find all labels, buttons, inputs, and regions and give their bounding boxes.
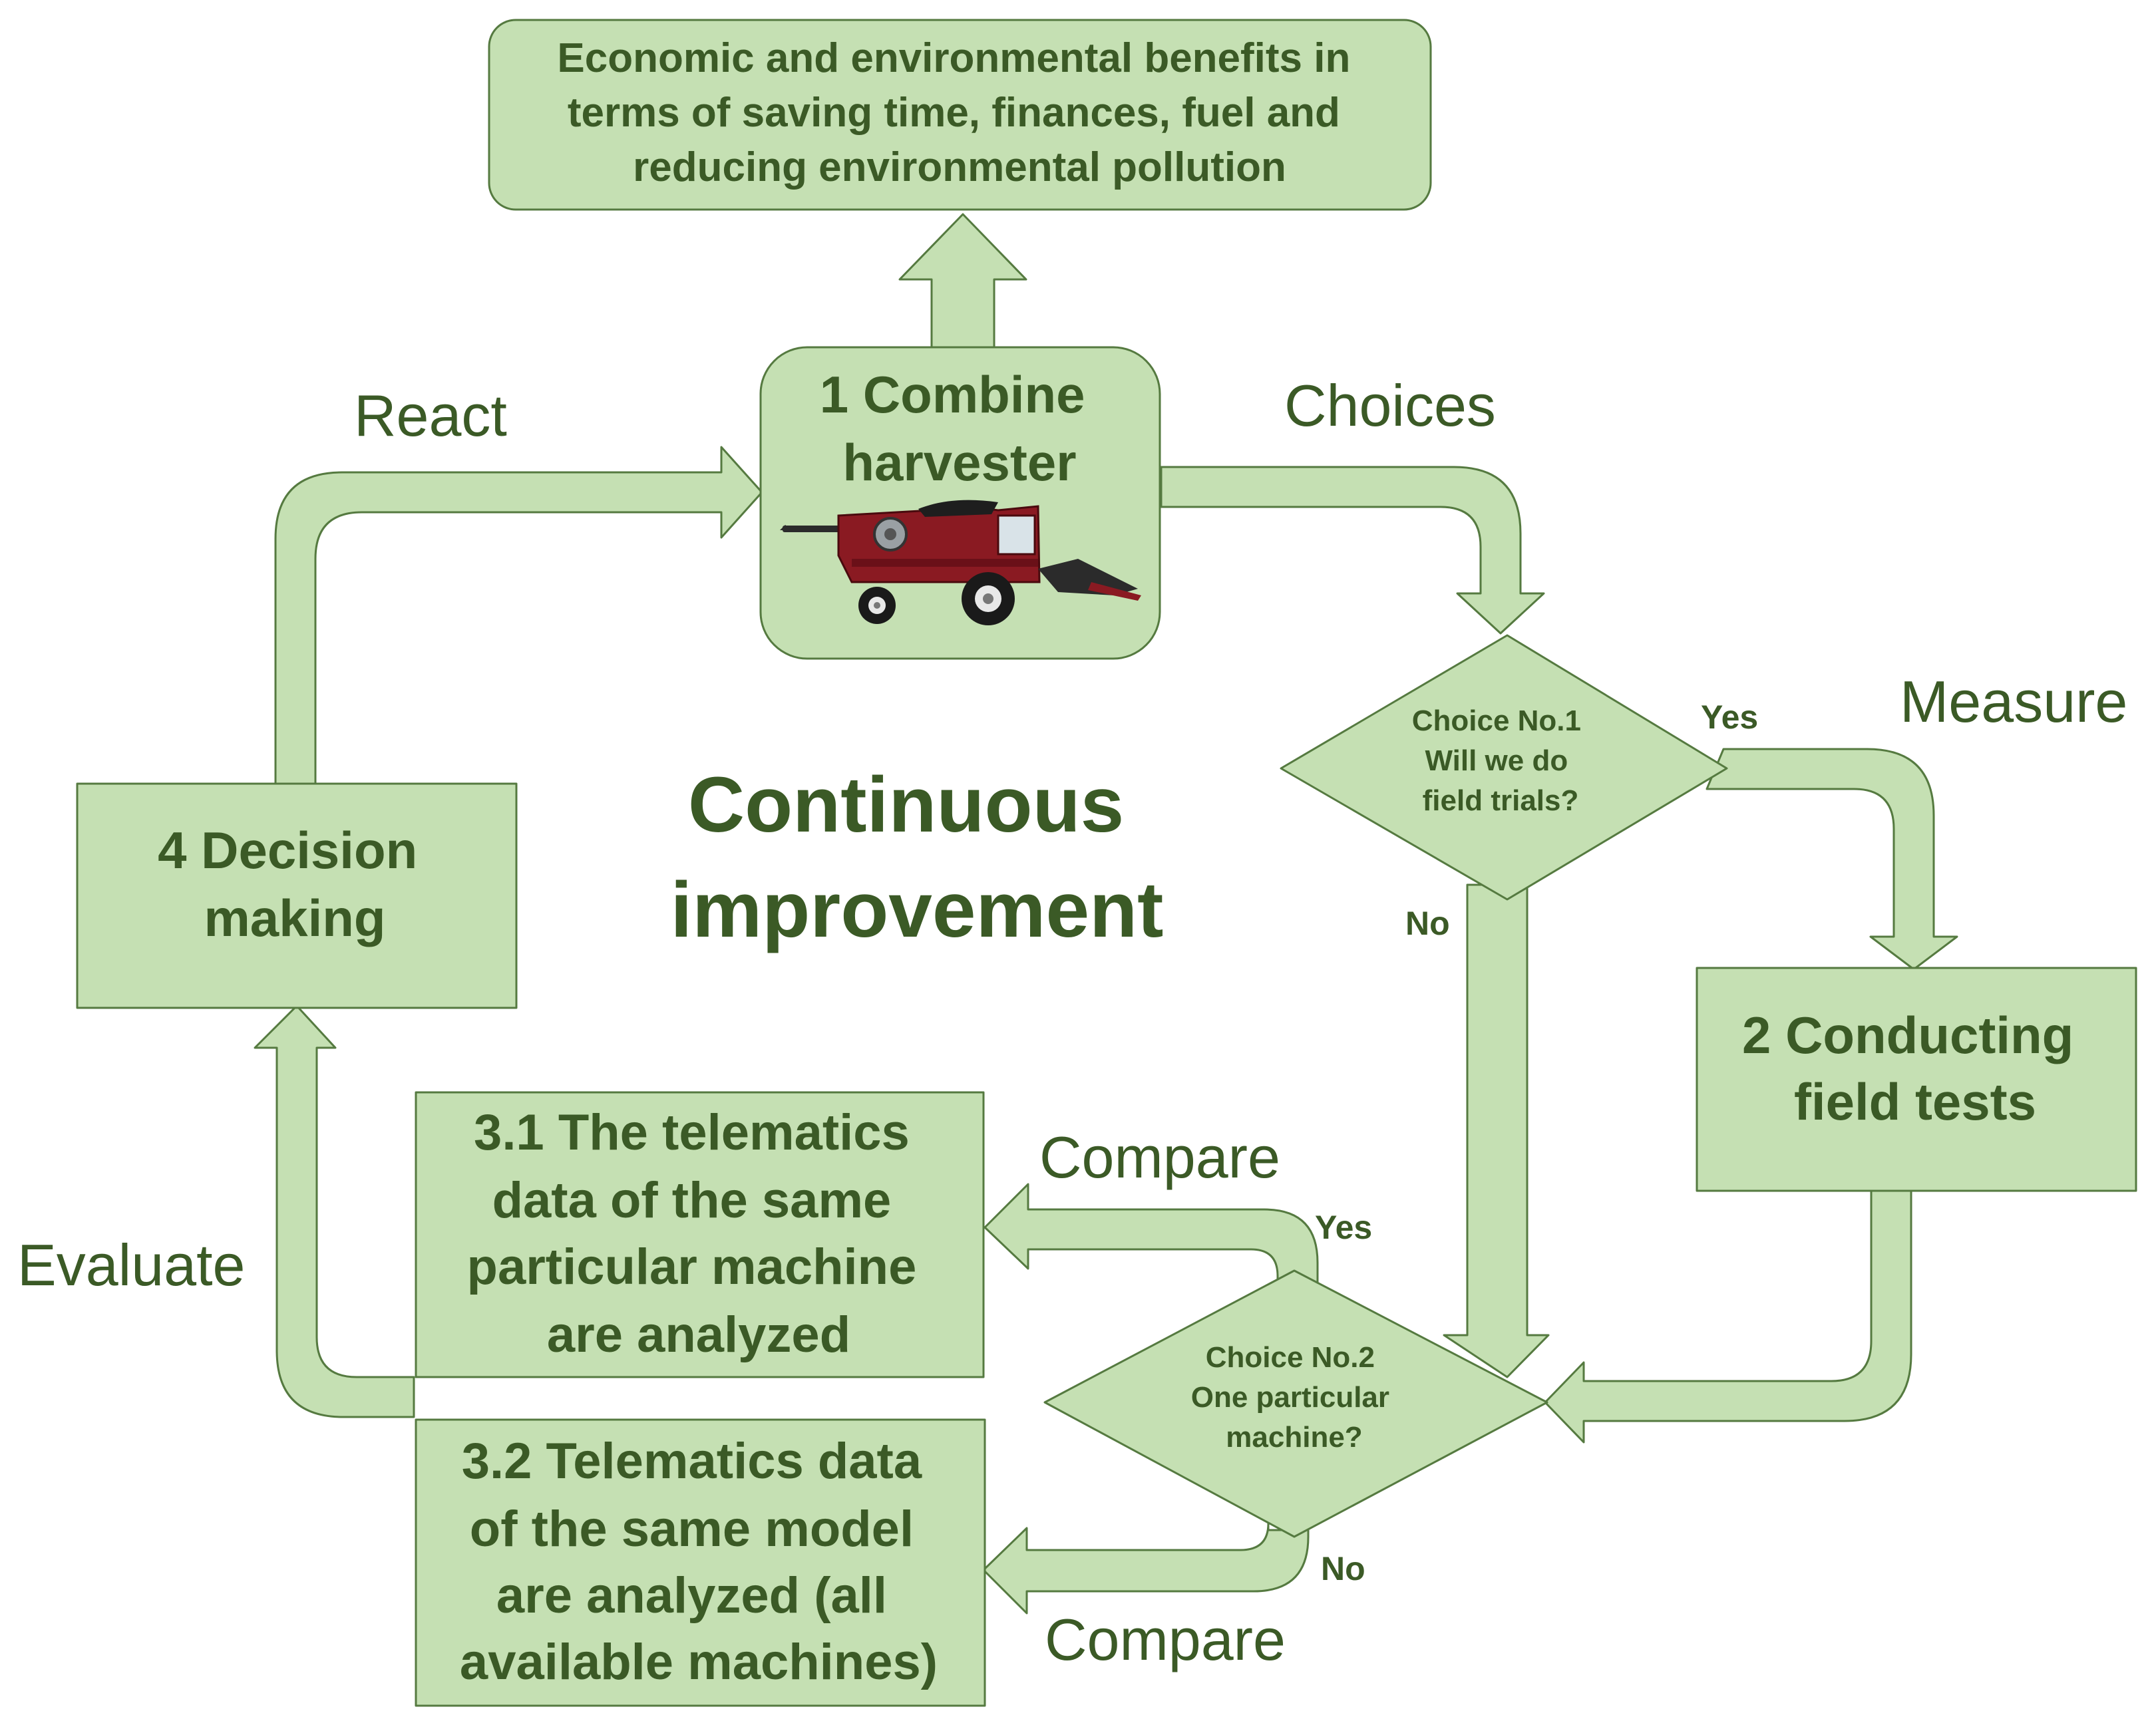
field-tests-text: 2 Conducting field tests <box>1742 1006 2088 1131</box>
label-measure: Measure <box>1900 669 2127 734</box>
telematics-machine-text: 3.1 The telematics data of the same part… <box>467 1104 931 1363</box>
arrow-combine-to-benefits <box>898 213 1027 351</box>
arrow-combine-to-choice1 <box>1160 466 1545 635</box>
node-telematics-model <box>415 1418 986 1707</box>
label-yes-choice1: Yes <box>1701 699 1758 736</box>
decision-text: 4 Decision making <box>158 821 432 947</box>
arrow-telematics-to-decision <box>254 1005 415 1418</box>
arrow-choice2-to-telematics-machine <box>984 1183 1319 1284</box>
choice2-text: Choice No.2 One particular machine? <box>1191 1341 1398 1454</box>
center-title: Continuous improvement <box>671 761 1164 954</box>
combine-text: 1 Combine harvester <box>820 365 1099 492</box>
node-choice1 <box>1280 634 1728 901</box>
arrow-fieldtests-to-choice2 <box>1544 1189 1912 1444</box>
node-decision-making <box>76 782 518 1009</box>
label-evaluate: Evaluate <box>17 1232 245 1298</box>
label-choices: Choices <box>1284 373 1496 438</box>
arrow-choice1-to-choice2 <box>1443 883 1550 1378</box>
label-no-choice1: No <box>1405 905 1450 942</box>
choice1-text: Choice No.1 Will we do field trials? <box>1412 705 1590 817</box>
node-benefits <box>488 19 1432 211</box>
arrow-decision-to-combine <box>274 446 763 786</box>
label-yes-choice2: Yes <box>1315 1209 1372 1246</box>
node-field-tests <box>1696 967 2137 1192</box>
label-compare-bottom: Compare <box>1045 1607 1286 1672</box>
label-react: React <box>354 383 507 448</box>
arrow-choice2-to-telematics-model <box>982 1522 1310 1615</box>
combine-harvester-icon <box>780 500 1141 625</box>
label-no-choice2: No <box>1321 1550 1365 1587</box>
node-telematics-machine <box>415 1091 985 1378</box>
label-compare-top: Compare <box>1039 1124 1280 1190</box>
benefits-text: Economic and environmental benefits in t… <box>557 35 1361 190</box>
arrow-choice1-to-fieldtests <box>1706 748 1958 971</box>
node-choice2 <box>1043 1269 1548 1538</box>
telematics-model-text: 3.2 Telematics data of the same model ar… <box>460 1433 938 1690</box>
